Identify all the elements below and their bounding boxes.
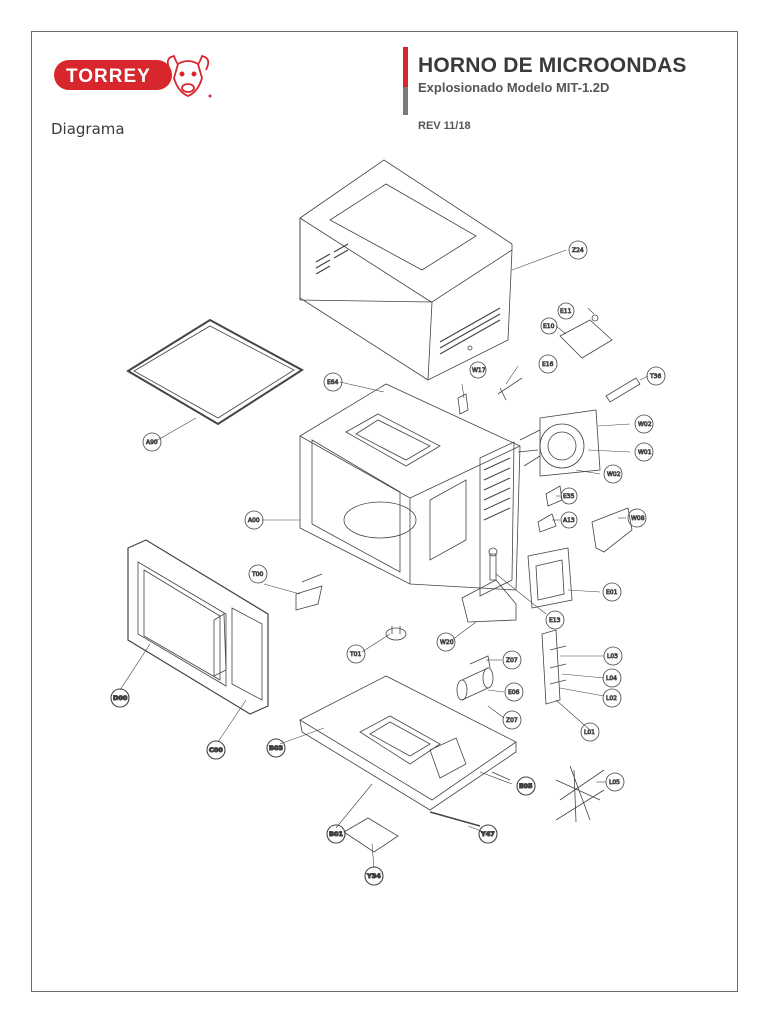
- svg-text:T01: T01: [349, 651, 361, 658]
- part-label-y47: Y47: [478, 824, 498, 844]
- part-label-b03: B03: [266, 738, 286, 758]
- svg-text:C00: C00: [209, 746, 223, 754]
- part-label-e10: E10: [540, 317, 558, 335]
- svg-text:Y47: Y47: [480, 830, 495, 838]
- part-label-w02-bottom: W02: [603, 464, 623, 484]
- revision-label: REV 11/18: [418, 120, 471, 132]
- part-label-e11: E11: [557, 302, 575, 320]
- svg-text:L05: L05: [609, 779, 620, 786]
- svg-text:Y34: Y34: [366, 872, 381, 880]
- svg-text:E10: E10: [543, 323, 555, 330]
- part-label-w20: W20: [436, 632, 456, 652]
- part-label-z07-top: Z07: [502, 650, 522, 670]
- part-label-t01: T01: [346, 644, 366, 664]
- svg-text:W02: W02: [607, 471, 621, 478]
- part-label-e01: E01: [602, 582, 622, 602]
- part-label-e35: E35: [560, 487, 578, 505]
- svg-text:W17: W17: [472, 367, 486, 374]
- svg-text:W01: W01: [638, 449, 652, 456]
- svg-text:B01: B01: [329, 830, 343, 838]
- part-label-t00: T00: [248, 564, 268, 584]
- part-label-w01: W01: [634, 442, 654, 462]
- svg-text:A13: A13: [563, 517, 575, 524]
- page-title: HORNO DE MICROONDAS: [418, 54, 687, 77]
- svg-text:A90: A90: [146, 439, 158, 446]
- part-label-d00: D00: [110, 688, 130, 708]
- svg-text:W20: W20: [440, 639, 454, 646]
- svg-text:L04: L04: [606, 675, 617, 682]
- page-frame: [31, 31, 738, 992]
- svg-text:E11: E11: [560, 308, 572, 315]
- svg-text:W08: W08: [631, 515, 645, 522]
- svg-text:L01: L01: [584, 729, 595, 736]
- part-label-l05: L05: [605, 772, 625, 792]
- part-label-z07-bottom: Z07: [502, 710, 522, 730]
- part-label-w08: W08: [627, 508, 647, 528]
- torrey-logo: TORREY: [54, 54, 212, 98]
- svg-text:T36: T36: [649, 373, 661, 380]
- title-accent-red: [403, 47, 408, 87]
- part-label-z24: Z24: [568, 240, 588, 260]
- door-frame-seal: [126, 318, 304, 426]
- section-label: Diagrama: [51, 120, 125, 138]
- svg-text:E05: E05: [519, 782, 533, 790]
- svg-text:E16: E16: [542, 361, 554, 368]
- svg-text:E64: E64: [327, 379, 339, 386]
- part-label-b01: B01: [326, 824, 346, 844]
- part-label-a13: A13: [560, 511, 578, 529]
- part-label-e64: E64: [323, 372, 343, 392]
- part-label-l02: L02: [602, 688, 622, 708]
- part-labels-bold: D00 C00 B03 E05 B01 Y47 Y34: [110, 688, 536, 886]
- svg-text:Z24: Z24: [572, 247, 584, 254]
- door-assembly: [127, 539, 269, 715]
- svg-text:E06: E06: [508, 689, 520, 696]
- part-labels: Z24 E11 E10 W17 E16 T36 E64 A90 W02 W01 …: [142, 240, 666, 792]
- oven-cavity: [299, 383, 521, 597]
- base-plate: [299, 675, 517, 811]
- svg-text:D00: D00: [113, 694, 128, 702]
- svg-text:W02: W02: [638, 421, 652, 428]
- part-label-e13: E13: [545, 610, 565, 630]
- part-label-l03: L03: [603, 646, 623, 666]
- svg-text:Z07: Z07: [506, 717, 518, 724]
- part-label-t36: T36: [646, 366, 666, 386]
- part-label-e16: E16: [538, 354, 558, 374]
- svg-text:E35: E35: [563, 493, 575, 500]
- svg-text:TORREY: TORREY: [66, 66, 151, 87]
- part-label-e06: E06: [504, 682, 524, 702]
- svg-text:B03: B03: [269, 744, 283, 752]
- svg-text:L03: L03: [607, 653, 618, 660]
- outer-case: [299, 159, 513, 381]
- leader-lines: [119, 249, 649, 869]
- small-parts: [295, 314, 641, 853]
- part-label-c00: C00: [206, 740, 226, 760]
- part-label-l01: L01: [580, 722, 600, 742]
- part-label-e05: E05: [516, 776, 536, 796]
- part-label-a00: A00: [244, 510, 264, 530]
- part-label-y34: Y34: [364, 866, 384, 886]
- svg-text:Z07: Z07: [506, 657, 518, 664]
- svg-text:T00: T00: [251, 571, 263, 578]
- title-accent-gray: [403, 87, 408, 115]
- part-label-w02-top: W02: [634, 414, 654, 434]
- svg-text:L02: L02: [606, 695, 617, 702]
- page-subtitle: Explosionado Modelo MIT-1.2D: [418, 80, 610, 95]
- part-label-a90: A90: [142, 432, 162, 452]
- svg-text:E13: E13: [549, 617, 561, 624]
- svg-text:A00: A00: [248, 517, 260, 524]
- svg-text:E01: E01: [606, 589, 618, 596]
- part-label-w17: W17: [469, 361, 487, 379]
- part-label-l04: L04: [602, 668, 622, 688]
